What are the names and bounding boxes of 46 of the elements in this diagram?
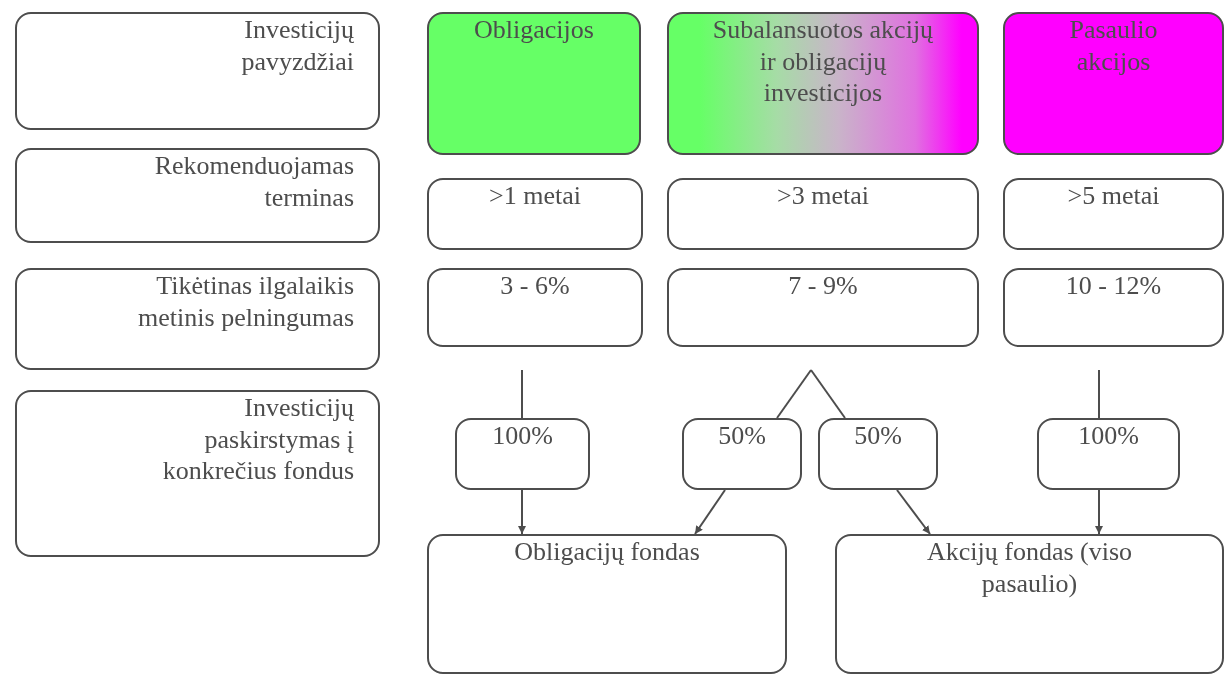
value-box: [427, 178, 643, 250]
arrow: [694, 489, 726, 535]
box-label: 10 - 12%: [1064, 270, 1163, 302]
connector-line: [776, 369, 812, 419]
fund-box: [835, 534, 1224, 674]
connector-line: [1098, 369, 1100, 419]
percentage-box: [682, 418, 802, 490]
percentage-box: [455, 418, 590, 490]
row-header-box: [15, 12, 380, 130]
percentage-box: [1037, 418, 1180, 490]
connector-line: [810, 369, 846, 419]
box-label: Obligacijų fondas: [513, 536, 701, 568]
fund-box: [427, 534, 787, 674]
box-label: 100%: [491, 420, 554, 452]
arrow: [896, 489, 931, 535]
row-header-box: [15, 268, 380, 370]
row-header-box: [15, 390, 380, 557]
arrow: [1095, 489, 1103, 535]
box-label: 100%: [1077, 420, 1140, 452]
row-label: Investicijų pavyzdžiai: [240, 14, 354, 78]
box-label: 50%: [853, 420, 903, 452]
box-label: >3 metai: [776, 180, 870, 212]
row-label: Tikėtinas ilgalaikis metinis pelningumas: [137, 270, 354, 334]
box-label: 50%: [717, 420, 767, 452]
value-box: [667, 178, 979, 250]
box-label: 3 - 6%: [499, 270, 571, 302]
value-box: [427, 268, 643, 347]
connector-line: [521, 369, 523, 419]
category-box: [1003, 12, 1224, 155]
arrow: [518, 489, 526, 535]
box-label: >1 metai: [488, 180, 582, 212]
row-label: Investicijų paskirstymas į konkrečius fondus: [161, 392, 354, 488]
box-label: Akcijų fondas (viso pasaulio): [925, 536, 1134, 600]
box-label: Obligacijos: [473, 14, 595, 46]
box-label: Pasaulio akcijos: [1068, 14, 1159, 78]
value-box: [1003, 268, 1224, 347]
row-header-box: [15, 148, 380, 243]
row-label: Rekomenduojamas terminas: [153, 150, 354, 214]
percentage-box: [818, 418, 938, 490]
box-label: 7 - 9%: [787, 270, 859, 302]
value-box: [1003, 178, 1224, 250]
box-label: Subalansuotos akcijų ir obligacijų investicijos: [711, 14, 935, 110]
value-box: [667, 268, 979, 347]
category-box: [427, 12, 641, 155]
category-box: [667, 12, 979, 155]
box-label: >5 metai: [1066, 180, 1161, 212]
